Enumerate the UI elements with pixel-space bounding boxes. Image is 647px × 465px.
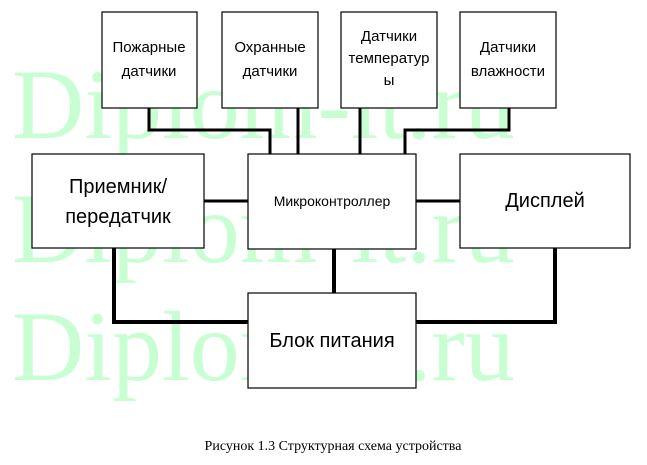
sensor-humidity-box: Датчики влажности xyxy=(459,11,557,109)
sensor-fire-box: Пожарные датчики xyxy=(101,11,198,109)
transceiver-label-2: передатчик xyxy=(65,206,171,228)
transceiver-box: Приемник/ передатчик xyxy=(31,153,205,249)
display-label: Дисплей xyxy=(505,190,585,212)
sensor-temperature-box: Датчики температур ы xyxy=(340,11,438,109)
sensor-temperature-label-3: ы xyxy=(384,72,395,89)
sensor-fire-label-1: Пожарные xyxy=(112,39,185,56)
power-transceiver-link xyxy=(112,248,248,324)
sensor-security-label-1: Охранные xyxy=(234,39,305,56)
sensor-security-box: Охранные датчики xyxy=(221,11,319,109)
connections xyxy=(112,108,557,324)
sensor-humidity-label-2: влажности xyxy=(471,63,545,80)
transceiver-label-1: Приемник/ xyxy=(69,176,168,198)
sensor-humidity-label-1: Датчики xyxy=(480,39,536,56)
sensor-fire-label-2: датчики xyxy=(122,63,177,80)
microcontroller-label: Микроконтроллер xyxy=(274,193,391,209)
fire-sensor-link xyxy=(147,108,272,154)
power-supply-label: Блок питания xyxy=(269,330,394,352)
figure-caption: Рисунок 1.3 Структурная схема устройства xyxy=(205,439,463,454)
sensor-temperature-label-2: температур xyxy=(349,50,430,67)
microcontroller-box: Микроконтроллер xyxy=(247,153,417,250)
display-box: Дисплей xyxy=(459,153,631,249)
sensor-temperature-label-1: Датчики xyxy=(361,28,417,45)
sensor-security-label-2: датчики xyxy=(243,63,298,80)
power-supply-box: Блок питания xyxy=(247,292,417,389)
humidity-sensor-link xyxy=(403,108,511,154)
power-display-link xyxy=(416,248,557,324)
